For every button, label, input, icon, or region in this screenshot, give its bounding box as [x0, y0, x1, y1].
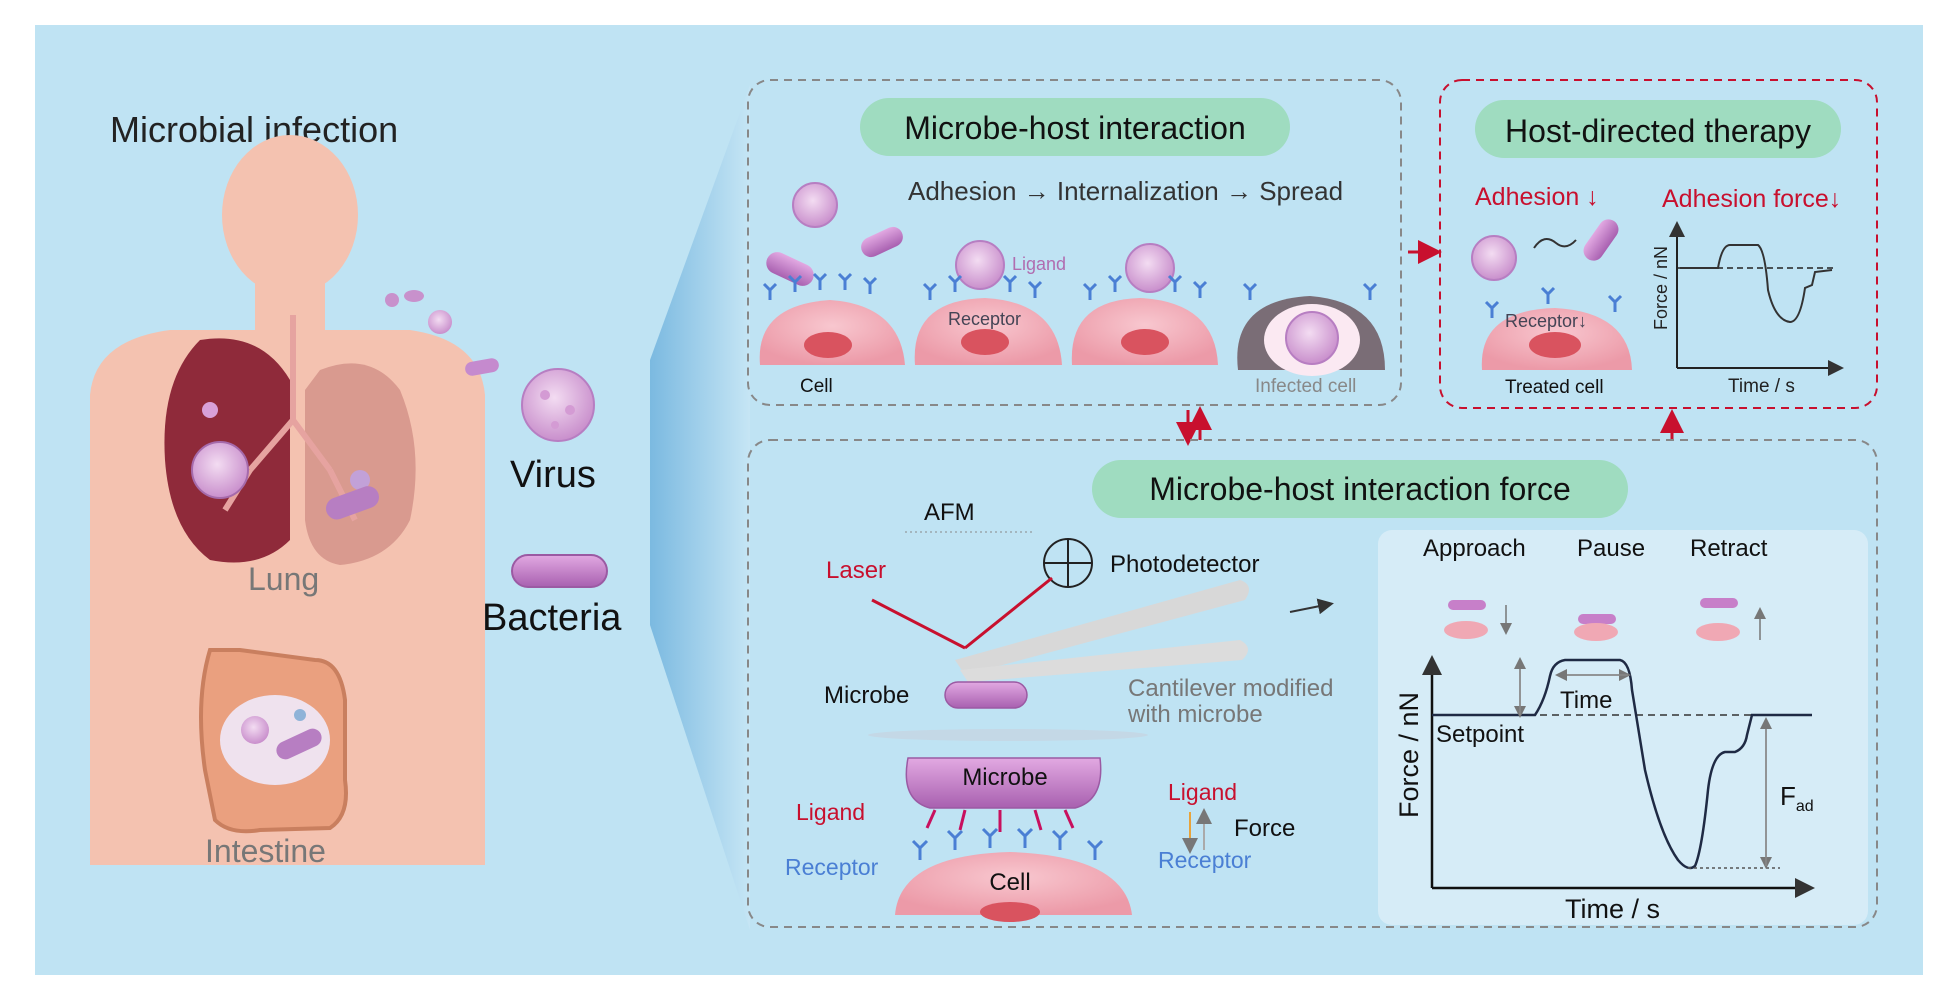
zoom-shadow: [868, 729, 1148, 741]
virus-label: Virus: [510, 454, 596, 496]
force-curve-plot: [1422, 655, 1815, 898]
receptor-right-label: Receptor: [1158, 847, 1252, 873]
laser-beam-out: [964, 576, 1053, 650]
receptor-left-label: Receptor: [785, 854, 879, 880]
cell-1: [759, 300, 905, 365]
intestine-illustration: [199, 648, 348, 834]
therapy-panel-border: [1439, 79, 1878, 409]
force-title-pill: [1092, 460, 1628, 518]
photodetector-label: Photodetector: [1110, 551, 1259, 578]
bacteria-icon: [511, 554, 608, 588]
curve-y-axis-label: Force / nN: [1394, 692, 1424, 818]
interaction-ligand-label: Ligand: [1012, 254, 1066, 274]
exhaled-microbes: [385, 290, 499, 376]
receptors-row: [762, 272, 1378, 300]
cell-3: [1071, 243, 1218, 365]
zoom-cell-label: Cell: [989, 869, 1030, 896]
therapy-title-pill: [1475, 100, 1841, 158]
phase-icons: [1444, 598, 1766, 641]
afm-label: AFM: [924, 499, 975, 526]
lung-label: Lung: [248, 561, 319, 597]
left-title: Microbial infection: [110, 109, 398, 150]
therapy-x-axis-label: Time / s: [1728, 376, 1795, 397]
virus-icon: [521, 368, 595, 442]
force-arrow-label: Force: [1234, 815, 1295, 842]
fad-label: Fad: [1780, 781, 1814, 815]
therapy-microbes: [1471, 219, 1619, 281]
bacteria-label: Bacteria: [482, 597, 622, 639]
zoom-microbe: [905, 757, 1102, 809]
force-title: Microbe-host interaction force: [1149, 471, 1571, 507]
photodetector-icon: [1043, 538, 1093, 588]
time-label: Time: [1560, 687, 1612, 714]
approach-label: Approach: [1423, 535, 1526, 562]
ligand-left-label: Ligand: [796, 799, 865, 825]
pause-label: Pause: [1577, 535, 1645, 562]
therapy-adhesion-force-label: Adhesion force↓: [1662, 185, 1841, 213]
laser-beam-in: [871, 598, 966, 650]
therapy-receptor-label: Receptor↓: [1505, 311, 1587, 331]
interaction-title: Microbe-host interaction: [904, 110, 1245, 146]
therapy-y-axis-label: Force / nN: [1651, 246, 1671, 330]
curve-x-axis-label: Time / s: [1565, 894, 1660, 924]
lung-illustration: [164, 315, 416, 565]
microbe-label: Microbe: [824, 682, 909, 709]
zoom-receptors: [911, 827, 1104, 860]
retract-label: Retract: [1690, 535, 1768, 562]
interaction-receptor-label: Receptor: [948, 309, 1021, 329]
afm-tip-microbe: [944, 681, 1028, 709]
therapy-title: Host-directed therapy: [1505, 113, 1811, 149]
therapy-mini-plot: [1669, 221, 1844, 376]
ligands: [925, 809, 1075, 832]
zoom-cell: [895, 852, 1132, 922]
force-arrows-icon: [1182, 808, 1212, 854]
setpoint-label: Setpoint: [1436, 721, 1524, 748]
cell-2: [914, 240, 1062, 365]
infected-cell: [1237, 296, 1385, 376]
cantilever: [955, 580, 1249, 682]
cantilever-label-line2: with microbe: [1127, 701, 1263, 728]
treated-cell: [1481, 286, 1632, 370]
intestine-label: Intestine: [205, 833, 326, 869]
zoom-microbe-label: Microbe: [962, 764, 1047, 791]
interaction-microbes: [766, 182, 903, 286]
infected-cell-label: Infected cell: [1255, 376, 1356, 397]
therapy-adhesion-label: Adhesion ↓: [1475, 183, 1599, 211]
interaction-cell-label: Cell: [800, 376, 833, 397]
interaction-panel-border: [747, 79, 1402, 406]
interaction-title-pill: [860, 98, 1290, 156]
arrow-to-curve: [1289, 598, 1334, 615]
interaction-steps: Adhesion → Internalization → Spread: [908, 176, 1343, 206]
zoom-funnel: [650, 85, 750, 930]
ligand-right-label: Ligand: [1168, 779, 1237, 805]
laser-label: Laser: [826, 557, 886, 584]
cantilever-label-line1: Cantilever modified: [1128, 675, 1333, 702]
treated-cell-label: Treated cell: [1505, 377, 1604, 398]
